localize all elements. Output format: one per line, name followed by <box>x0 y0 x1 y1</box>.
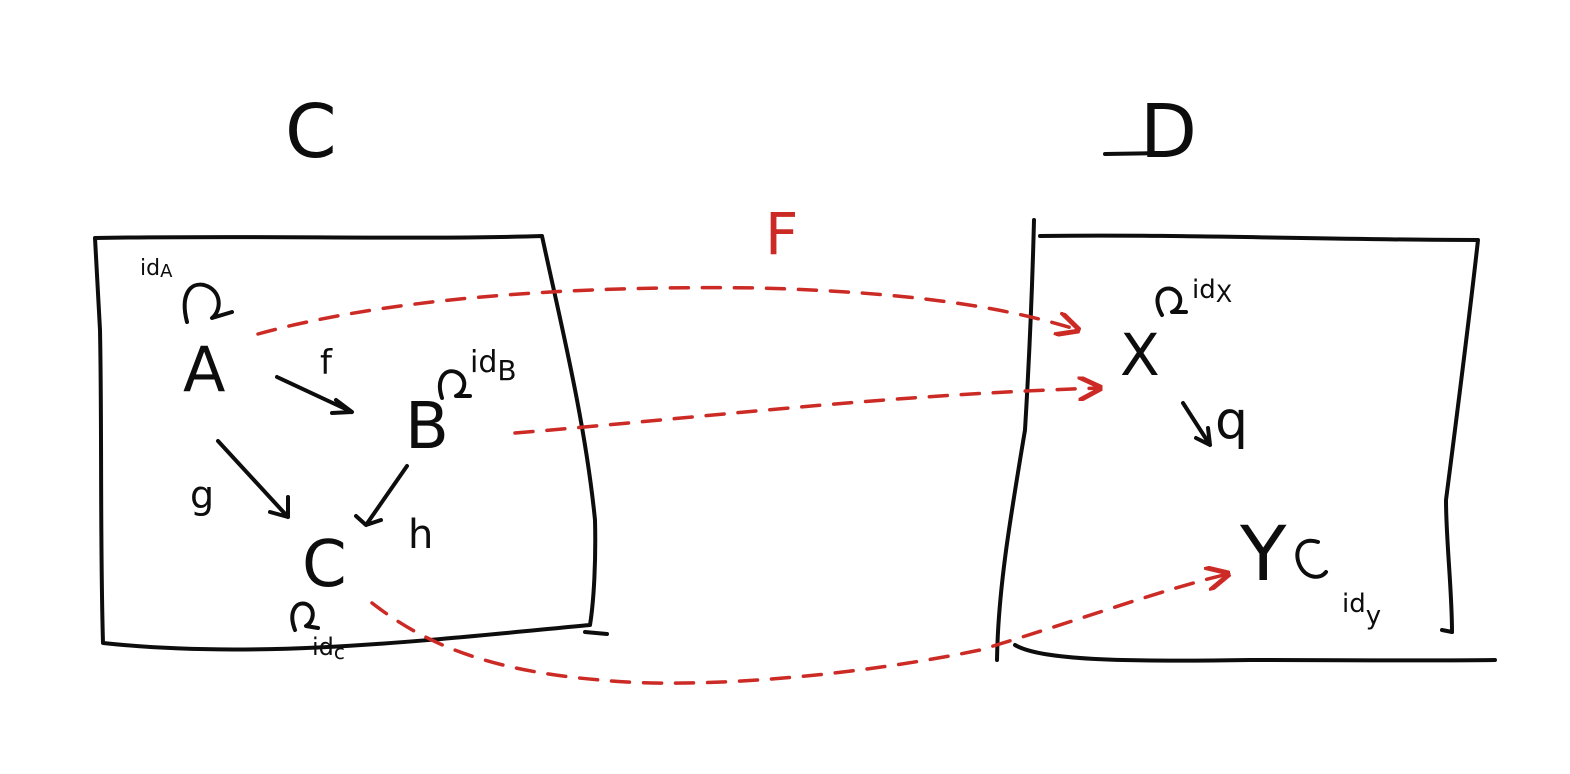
functor-arrow-c-to-y <box>370 574 1228 685</box>
morphism-g-arrow <box>216 439 290 519</box>
morphism-g-label: g <box>190 473 214 517</box>
target-box-left-edge <box>995 218 1036 662</box>
morphism-h-label: h <box>408 512 433 558</box>
morphism-q-label: q <box>1215 391 1248 451</box>
identity-label-a: idA <box>140 256 173 282</box>
target-category-box <box>1038 233 1480 634</box>
object-c: C <box>302 528 347 602</box>
identity-label-x: idX <box>1192 275 1232 308</box>
object-y: Y <box>1239 509 1287 598</box>
target-title-underline <box>1103 151 1167 156</box>
morphism-q-arrow <box>1181 401 1212 447</box>
object-x: X <box>1120 321 1160 389</box>
source-category-title: C <box>285 89 337 175</box>
target-category-title: D <box>1140 89 1197 175</box>
morphism-h-arrow <box>354 464 409 527</box>
identity-label-y: idy <box>1342 589 1381 631</box>
identity-loop-c <box>290 601 320 632</box>
morphism-f-arrow <box>275 375 354 415</box>
identity-loop-x <box>1155 286 1188 317</box>
identity-label-b: idB <box>470 345 517 387</box>
functor-arrow-b-to-x <box>513 388 1100 435</box>
identity-loop-b <box>437 369 472 400</box>
identity-label-c: idc <box>312 633 345 664</box>
source-category-box <box>93 234 598 652</box>
object-b: B <box>405 390 449 464</box>
object-a: A <box>183 333 225 406</box>
morphism-f-label: f <box>320 343 333 383</box>
target-box-corner-tick <box>1440 628 1454 634</box>
identity-loop-a <box>182 282 234 324</box>
target-box-bottom-edge <box>1013 643 1497 663</box>
functor-arrow-a-to-x <box>256 285 1078 334</box>
source-box-corner-tick <box>583 630 609 636</box>
functor-label: F <box>765 200 798 268</box>
identity-loop-y <box>1295 538 1328 579</box>
